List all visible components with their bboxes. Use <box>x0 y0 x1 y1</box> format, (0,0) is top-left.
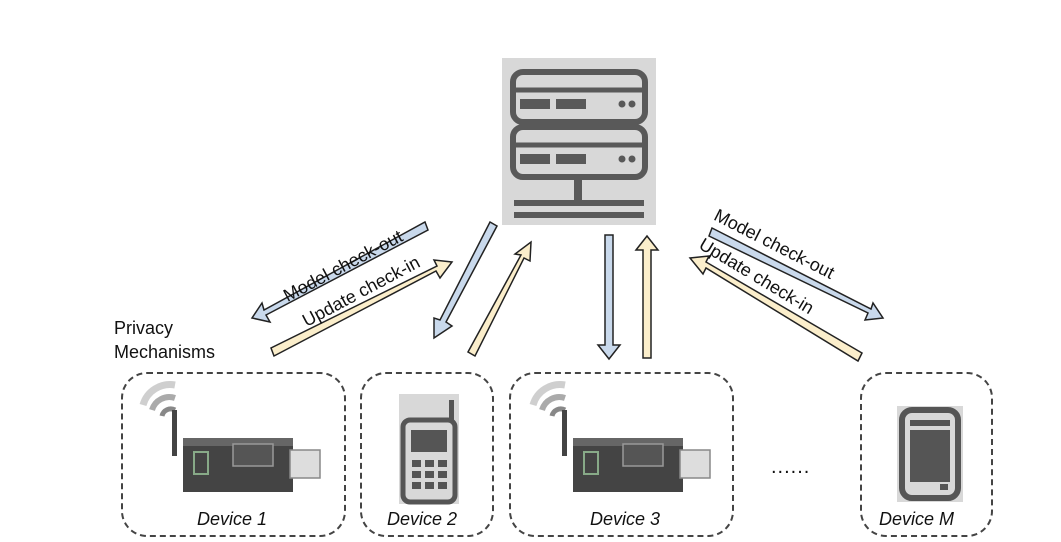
server-rack-icon <box>502 58 656 225</box>
more-devices-ellipsis: ...... <box>771 456 811 478</box>
device-label-2: Device 2 <box>387 509 458 529</box>
device-box-2 <box>360 372 494 537</box>
right-checkin-arrow <box>688 255 863 363</box>
privacy-label-line2: Mechanisms <box>114 342 216 362</box>
privacy-mechanisms-label: Privacy Mechanisms <box>114 316 215 364</box>
privacy-label-line1: Privacy <box>114 318 174 338</box>
device-label-m: Device M <box>879 509 955 529</box>
usb-wireless-stick-icon-2 <box>529 381 711 492</box>
tablet-icon <box>897 406 963 502</box>
device3-checkin-arrow <box>634 234 660 359</box>
usb-wireless-stick-icon <box>139 381 321 492</box>
device-box-1 <box>121 372 346 537</box>
device2-checkout-arrow <box>433 220 499 340</box>
right-checkout-arrow <box>708 226 885 321</box>
device-label-1: Device 1 <box>197 509 268 529</box>
device-label-3: Device 3 <box>590 509 661 529</box>
device-box-m <box>860 372 993 537</box>
device2-checkin-arrow <box>466 240 532 358</box>
device-box-3 <box>509 372 734 537</box>
mobile-phone-icon <box>399 394 459 505</box>
left-checkin-arrow <box>270 259 454 358</box>
device3-checkout-arrow <box>596 234 622 361</box>
left-checkout-arrow <box>250 220 429 324</box>
